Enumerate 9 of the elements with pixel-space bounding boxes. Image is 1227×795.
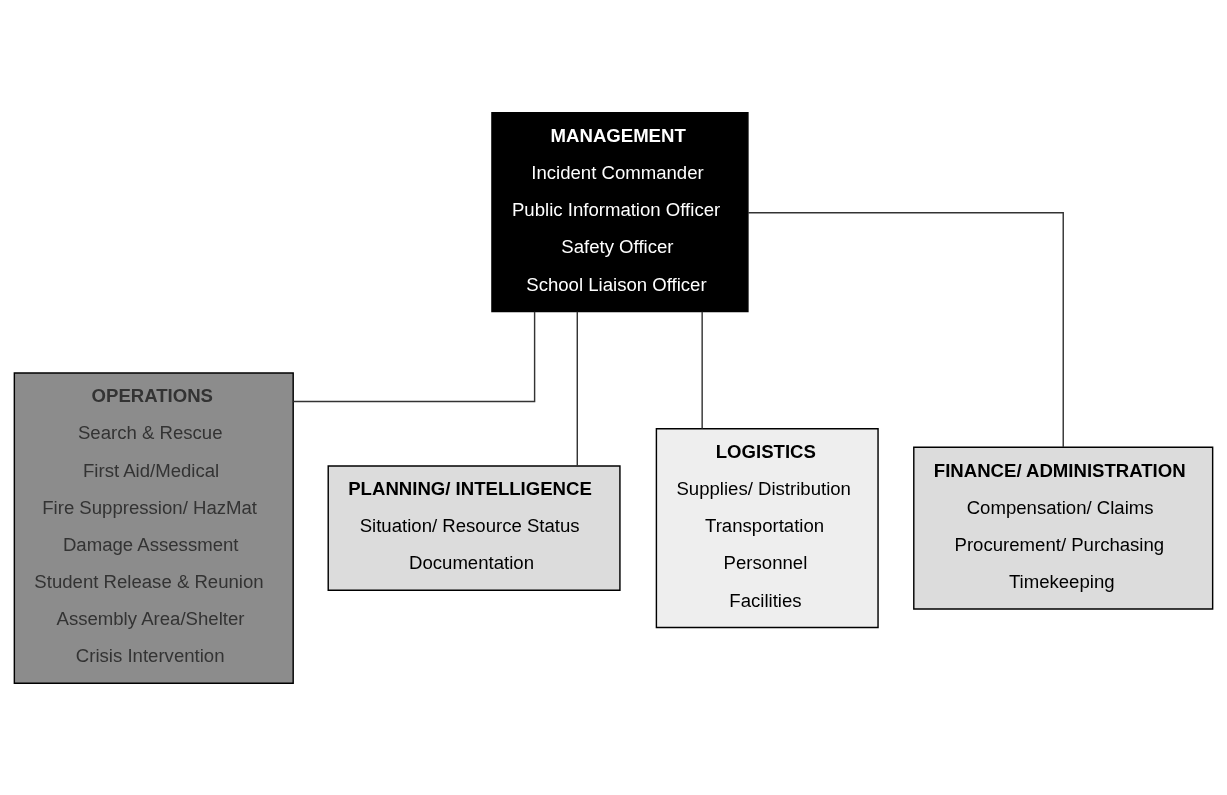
- connector: [701, 310, 703, 429]
- node-box: PLANNING/ INTELLIGENCE Situation/ Resource Status Documentation: [327, 464, 621, 591]
- connector: [292, 310, 536, 402]
- node-box: MANAGEMENT Incident Commander Public Information Officer Safety Officer School Liaison Officer: [491, 111, 749, 312]
- connector: [576, 310, 578, 467]
- node-box: LOGISTICS Supplies/ Distribution Transportation Personnel Facilities: [655, 427, 879, 628]
- node-box: FINANCE/ ADMINISTRATION Compensation/ Claims Procurement/ Purchasing Timekeeping: [913, 446, 1214, 610]
- connector: [747, 211, 1064, 448]
- node-box: OPERATIONS Search & Rescue First Aid/Medical Fire Suppression/ HazMat Damage Assessment Student Release & Reunion Assembly Area/Shelter Crisis Intervention: [13, 371, 294, 684]
